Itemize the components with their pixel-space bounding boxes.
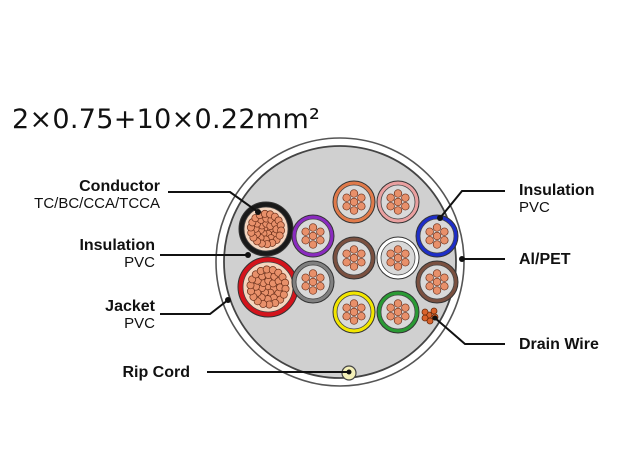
label-al-pet: Al/PET [519,251,624,268]
leader-conductor [168,191,259,213]
conductor-strand [393,262,403,271]
conductor-strand [357,303,366,312]
conductor-strand [308,240,318,249]
conductor-strand [349,299,359,308]
label-insulation-right: Insulation PVC [519,182,624,216]
conductor-label: Conductor [79,178,160,195]
insulation-left-label: Insulation [79,237,155,254]
conductor-strand [301,282,310,291]
conductor-strand [393,189,403,198]
conductor-strand [432,231,442,241]
label-rip-cord: Rip Cord [20,364,190,381]
leader-insulation-right [439,190,505,219]
conductor-strand [401,202,410,211]
conductor-strand [349,197,359,207]
conductor-strand [349,307,359,317]
conductor-strand [386,258,395,267]
conductor-strand [342,312,351,321]
conductor-strand [308,269,318,278]
cores-group [237,180,459,334]
conductor-strand [342,249,351,258]
conductor-strand [342,303,351,312]
conductor-strand [349,262,359,271]
conductor-strand [316,236,325,245]
conductor-strand [308,286,318,295]
conductor-strand [279,290,288,299]
conductor-strand [316,227,325,236]
conductor-material: TC/BC/CCA/TCCA [34,195,160,212]
conductor-strand [401,312,410,321]
conductor-strand [308,277,318,287]
conductor-strand [425,282,434,291]
label-insulation-left: Insulation PVC [20,237,155,271]
conductor-strand [401,258,410,267]
conductor-strand [425,236,434,245]
conductor-strand [401,303,410,312]
leader-drain-wire [434,317,505,345]
conductor-strand [349,245,359,254]
conductor-strand [349,189,359,198]
conductor-strand [357,312,366,321]
label-jacket: Jacket PVC [20,298,155,332]
conductor-strand [316,273,325,282]
conductor-strand [393,245,403,254]
conductor-strand [386,312,395,321]
conductor-strand [440,282,449,291]
conductor-strand [440,273,449,282]
conductor-strand [316,282,325,291]
conductor-strand [401,249,410,258]
label-drain-wire: Drain Wire [519,336,624,353]
al-pet-label: Al/PET [519,251,571,268]
conductor-strand [425,273,434,282]
conductor-strand [393,197,403,207]
conductor-strand [432,286,442,295]
conductor-strand [357,193,366,202]
conductor-strand [386,303,395,312]
conductor-strand [301,236,310,245]
conductor-strand [342,202,351,211]
label-conductor: Conductor TC/BC/CCA/TCCA [20,178,160,212]
conductor-strand [432,269,442,278]
conductor-strand [357,202,366,211]
cable-spec-title: 2×0.75+10×0.22mm² [12,104,321,135]
conductor-strand [275,231,284,240]
jacket-label: Jacket [105,298,155,315]
insulation-left-material: PVC [124,254,155,271]
conductor-strand [432,223,442,232]
insulation-right-label: Insulation [519,182,595,199]
conductor-strand [301,273,310,282]
conductor-strand [393,206,403,215]
conductor-strand [386,193,395,202]
insulation-right-material: PVC [519,199,550,216]
conductor-strand [301,227,310,236]
conductor-strand [386,249,395,258]
conductor-strand [393,253,403,263]
conductor-strand [425,227,434,236]
conductor-strand [342,193,351,202]
conductor-strand [349,316,359,325]
conductor-strand [440,227,449,236]
conductor-strand [308,231,318,241]
conductor-strand [349,206,359,215]
jacket-material: PVC [124,315,155,332]
conductor-strand [393,307,403,317]
drain-wire-strands [421,307,439,325]
conductor-strand [349,253,359,263]
conductor-strand [440,236,449,245]
conductor-strand [357,249,366,258]
conductor-strand [357,258,366,267]
leader-jacket [160,299,229,315]
conductor-strand [386,202,395,211]
conductor-strand [393,299,403,308]
conductor-strand [393,316,403,325]
conductor-strand [308,223,318,232]
conductor-strand [342,258,351,267]
rip-cord-label: Rip Cord [122,364,190,381]
drain-wire-label: Drain Wire [519,336,599,353]
conductor-strand [432,240,442,249]
conductor-strand [401,193,410,202]
conductor-strand [432,277,442,287]
